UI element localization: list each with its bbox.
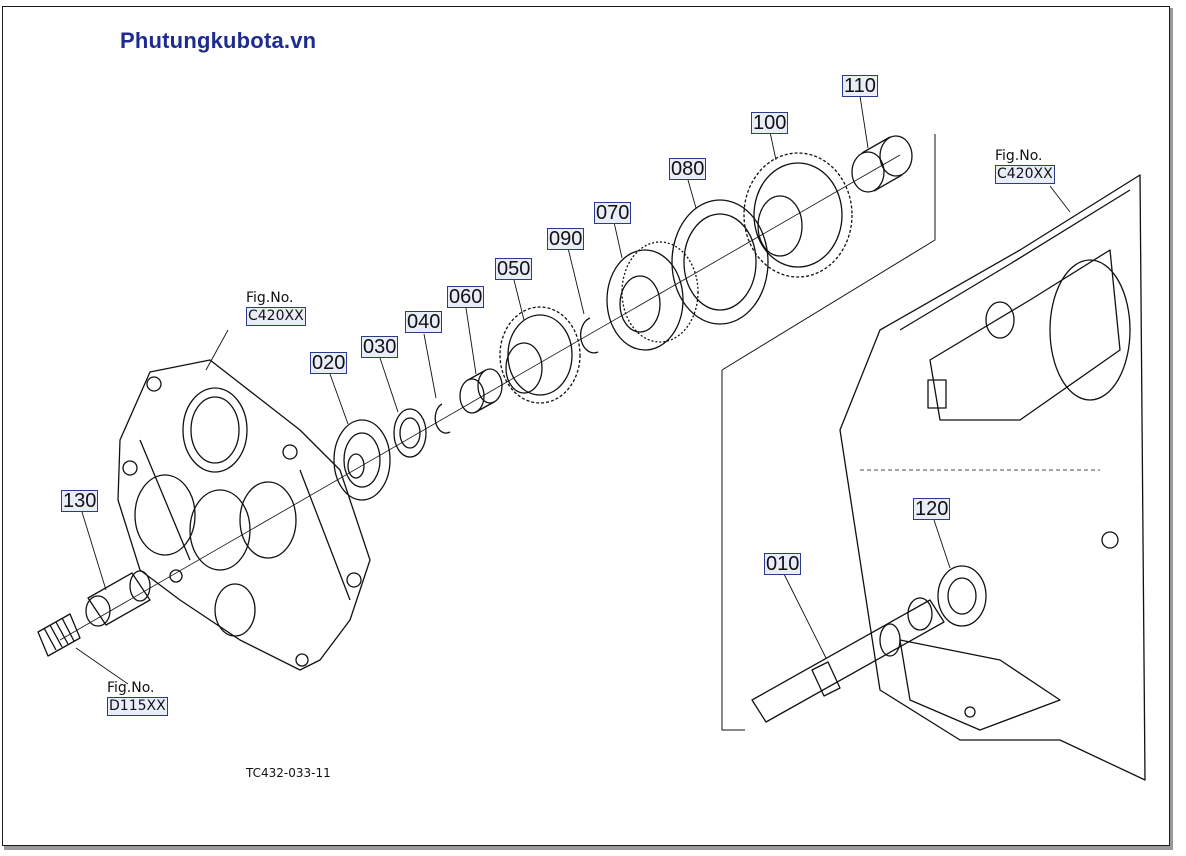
fig-ref-right-label: Fig.No. bbox=[995, 148, 1043, 164]
fig-ref-right-link[interactable]: C420XX bbox=[995, 165, 1055, 184]
group-box-side bbox=[721, 370, 745, 731]
part-label-050[interactable]: 050 bbox=[495, 258, 533, 280]
part-090-snap-ring bbox=[580, 317, 599, 354]
left-cover-plate bbox=[117, 359, 371, 671]
part-label-070[interactable]: 070 bbox=[594, 202, 632, 224]
part-label-100[interactable]: 100 bbox=[751, 112, 789, 134]
fig-ref-input-shaft: Fig.No. D115XX bbox=[107, 680, 168, 716]
part-060-needle-bearing bbox=[459, 368, 503, 414]
fig-ref-left-cover: Fig.No. C420XX bbox=[246, 290, 306, 326]
diagram-frame bbox=[2, 6, 1170, 846]
input-shaft-end bbox=[37, 613, 81, 657]
part-030-washer bbox=[393, 408, 427, 458]
part-label-080[interactable]: 080 bbox=[669, 158, 707, 180]
part-050-gear bbox=[499, 306, 581, 404]
part-label-120[interactable]: 120 bbox=[913, 498, 951, 520]
part-100-gear bbox=[743, 152, 853, 278]
part-label-020[interactable]: 020 bbox=[310, 352, 348, 374]
group-box-top bbox=[721, 134, 936, 371]
part-120-bearing bbox=[937, 565, 987, 627]
fig-ref-shaft-link[interactable]: D115XX bbox=[107, 697, 168, 716]
part-130-collar bbox=[85, 570, 151, 627]
transmission-housing bbox=[839, 174, 1146, 781]
part-label-130[interactable]: 130 bbox=[61, 490, 99, 512]
part-label-110[interactable]: 110 bbox=[842, 75, 878, 97]
leader-lines bbox=[75, 95, 1071, 685]
part-010-shaft bbox=[751, 597, 945, 723]
part-040-snap-ring bbox=[434, 403, 451, 434]
part-label-010[interactable]: 010 bbox=[764, 553, 802, 575]
fig-ref-right-housing: Fig.No. C420XX bbox=[995, 148, 1055, 184]
part-label-030[interactable]: 030 bbox=[361, 336, 399, 358]
frame-shadow-bottom bbox=[4, 846, 1173, 850]
part-020-bearing bbox=[333, 419, 391, 501]
fig-ref-left-link[interactable]: C420XX bbox=[246, 307, 306, 326]
part-label-040[interactable]: 040 bbox=[405, 311, 443, 333]
fig-ref-left-label: Fig.No. bbox=[246, 290, 294, 306]
brand-watermark: Phutungkubota.vn bbox=[120, 28, 317, 53]
part-label-060[interactable]: 060 bbox=[447, 286, 485, 308]
part-070-hub bbox=[606, 241, 699, 351]
frame-shadow-right bbox=[1170, 8, 1173, 848]
part-110-needle-bearing bbox=[851, 135, 913, 193]
fig-ref-shaft-label: Fig.No. bbox=[107, 680, 155, 696]
part-label-090[interactable]: 090 bbox=[547, 228, 585, 250]
drawing-code: TC432-033-11 bbox=[246, 766, 331, 780]
part-080-sleeve bbox=[671, 199, 769, 325]
